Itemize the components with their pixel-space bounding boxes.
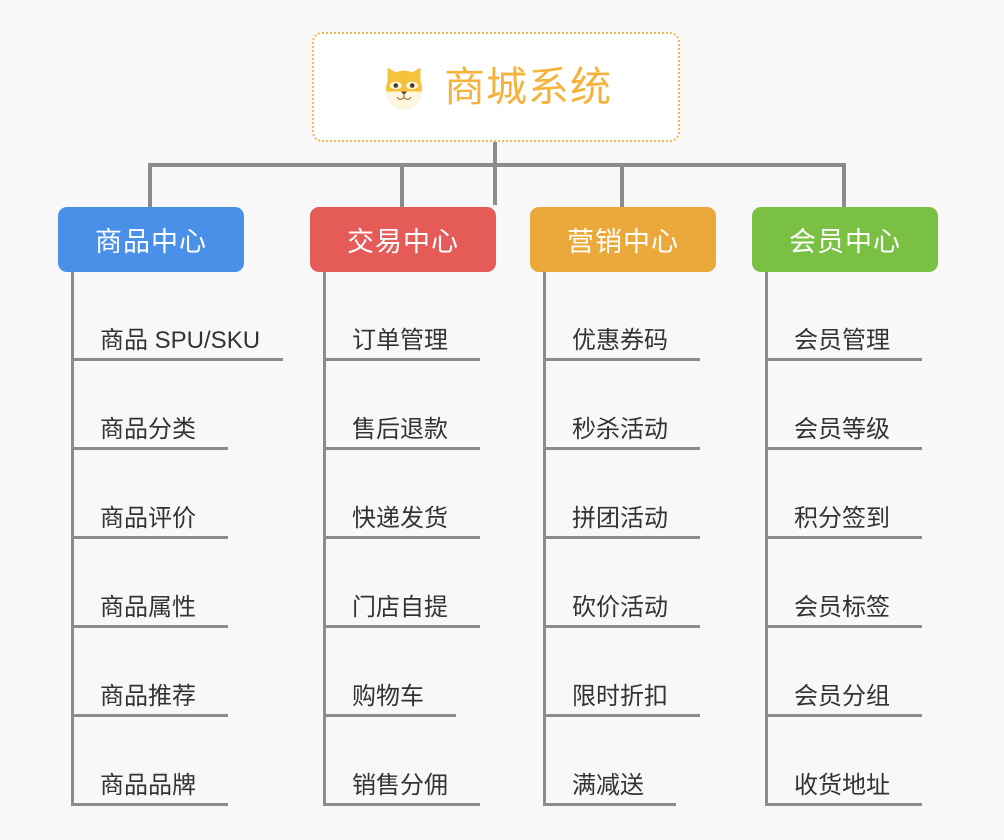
branch-column-3: 营销中心 优惠券码 秒杀活动 拼团活动 砍价活动 限时折扣 满减送 bbox=[530, 207, 720, 806]
item-label: 商品分类 bbox=[100, 416, 196, 444]
list-item[interactable]: 收货地址 bbox=[765, 717, 922, 806]
list-item[interactable]: 会员等级 bbox=[765, 361, 922, 450]
list-item[interactable]: 购物车 bbox=[323, 628, 456, 717]
item-label: 会员分组 bbox=[794, 683, 890, 711]
list-item[interactable]: 快递发货 bbox=[323, 450, 480, 539]
root-node[interactable]: 商城系统 bbox=[312, 32, 680, 142]
item-label: 优惠券码 bbox=[572, 327, 668, 355]
item-label: 售后退款 bbox=[352, 416, 448, 444]
item-label: 购物车 bbox=[352, 683, 424, 711]
connector-drop-3 bbox=[620, 163, 624, 207]
item-list-2: 订单管理 售后退款 快递发货 门店自提 购物车 销售分佣 bbox=[323, 272, 500, 806]
category-title-2: 交易中心 bbox=[347, 227, 459, 257]
list-item[interactable]: 销售分佣 bbox=[323, 717, 480, 806]
item-label: 限时折扣 bbox=[572, 683, 668, 711]
branch-column-2: 交易中心 订单管理 售后退款 快递发货 门店自提 购物车 销售分佣 bbox=[310, 207, 500, 806]
connector-trunk bbox=[493, 142, 497, 205]
item-label: 订单管理 bbox=[352, 327, 448, 355]
item-list-4: 会员管理 会员等级 积分签到 会员标签 会员分组 收货地址 bbox=[765, 272, 942, 806]
item-label: 商品品牌 bbox=[100, 772, 196, 800]
category-header-3[interactable]: 营销中心 bbox=[530, 207, 716, 272]
list-item[interactable]: 商品推荐 bbox=[71, 628, 228, 717]
category-header-1[interactable]: 商品中心 bbox=[58, 207, 244, 272]
category-header-4[interactable]: 会员中心 bbox=[752, 207, 938, 272]
category-title-4: 会员中心 bbox=[789, 227, 901, 257]
column-stem-3 bbox=[543, 272, 546, 806]
item-list-1: 商品 SPU/SKU 商品分类 商品评价 商品属性 商品推荐 商品品牌 bbox=[71, 272, 283, 806]
item-label: 积分签到 bbox=[794, 505, 890, 533]
list-item[interactable]: 优惠券码 bbox=[543, 272, 700, 361]
root-title: 商城系统 bbox=[444, 63, 612, 110]
item-label: 会员管理 bbox=[794, 327, 890, 355]
item-label: 会员标签 bbox=[794, 594, 890, 622]
list-item[interactable]: 会员标签 bbox=[765, 539, 922, 628]
item-label: 拼团活动 bbox=[572, 505, 668, 533]
column-stem-4 bbox=[765, 272, 768, 806]
list-item[interactable]: 拼团活动 bbox=[543, 450, 700, 539]
item-label: 商品评价 bbox=[100, 505, 196, 533]
connector-bus bbox=[148, 163, 846, 167]
item-label: 商品 SPU/SKU bbox=[100, 327, 261, 355]
item-label: 砍价活动 bbox=[572, 594, 668, 622]
item-label: 门店自提 bbox=[352, 594, 448, 622]
list-item[interactable]: 会员分组 bbox=[765, 628, 922, 717]
item-label: 销售分佣 bbox=[352, 772, 448, 800]
list-item[interactable]: 积分签到 bbox=[765, 450, 922, 539]
column-stem-2 bbox=[323, 272, 326, 806]
item-label: 商品推荐 bbox=[100, 683, 196, 711]
category-title-1: 商品中心 bbox=[95, 227, 207, 257]
list-item[interactable]: 会员管理 bbox=[765, 272, 922, 361]
list-item[interactable]: 商品评价 bbox=[71, 450, 228, 539]
list-item[interactable]: 砍价活动 bbox=[543, 539, 700, 628]
list-item[interactable]: 售后退款 bbox=[323, 361, 480, 450]
list-item[interactable]: 秒杀活动 bbox=[543, 361, 700, 450]
item-label: 秒杀活动 bbox=[572, 416, 668, 444]
item-label: 商品属性 bbox=[100, 594, 196, 622]
branch-column-1: 商品中心 商品 SPU/SKU 商品分类 商品评价 商品属性 商品推荐 商品品牌 bbox=[58, 207, 283, 806]
list-item[interactable]: 商品品牌 bbox=[71, 717, 228, 806]
category-title-3: 营销中心 bbox=[567, 227, 679, 257]
list-item[interactable]: 商品 SPU/SKU bbox=[71, 272, 283, 361]
column-stem-1 bbox=[71, 272, 74, 806]
list-item[interactable]: 商品属性 bbox=[71, 539, 228, 628]
item-label: 收货地址 bbox=[794, 772, 890, 800]
connector-drop-1 bbox=[148, 163, 152, 207]
category-header-2[interactable]: 交易中心 bbox=[310, 207, 496, 272]
list-item[interactable]: 满减送 bbox=[543, 717, 676, 806]
shiba-dog-face-icon bbox=[386, 67, 422, 110]
list-item[interactable]: 订单管理 bbox=[323, 272, 480, 361]
item-label: 快递发货 bbox=[352, 505, 448, 533]
item-label: 满减送 bbox=[572, 772, 644, 800]
connector-drop-4 bbox=[842, 163, 846, 207]
item-list-3: 优惠券码 秒杀活动 拼团活动 砍价活动 限时折扣 满减送 bbox=[543, 272, 720, 806]
connector-drop-2 bbox=[400, 163, 404, 207]
list-item[interactable]: 限时折扣 bbox=[543, 628, 700, 717]
list-item[interactable]: 门店自提 bbox=[323, 539, 480, 628]
list-item[interactable]: 商品分类 bbox=[71, 361, 228, 450]
branch-column-4: 会员中心 会员管理 会员等级 积分签到 会员标签 会员分组 收货地址 bbox=[752, 207, 942, 806]
item-label: 会员等级 bbox=[794, 416, 890, 444]
